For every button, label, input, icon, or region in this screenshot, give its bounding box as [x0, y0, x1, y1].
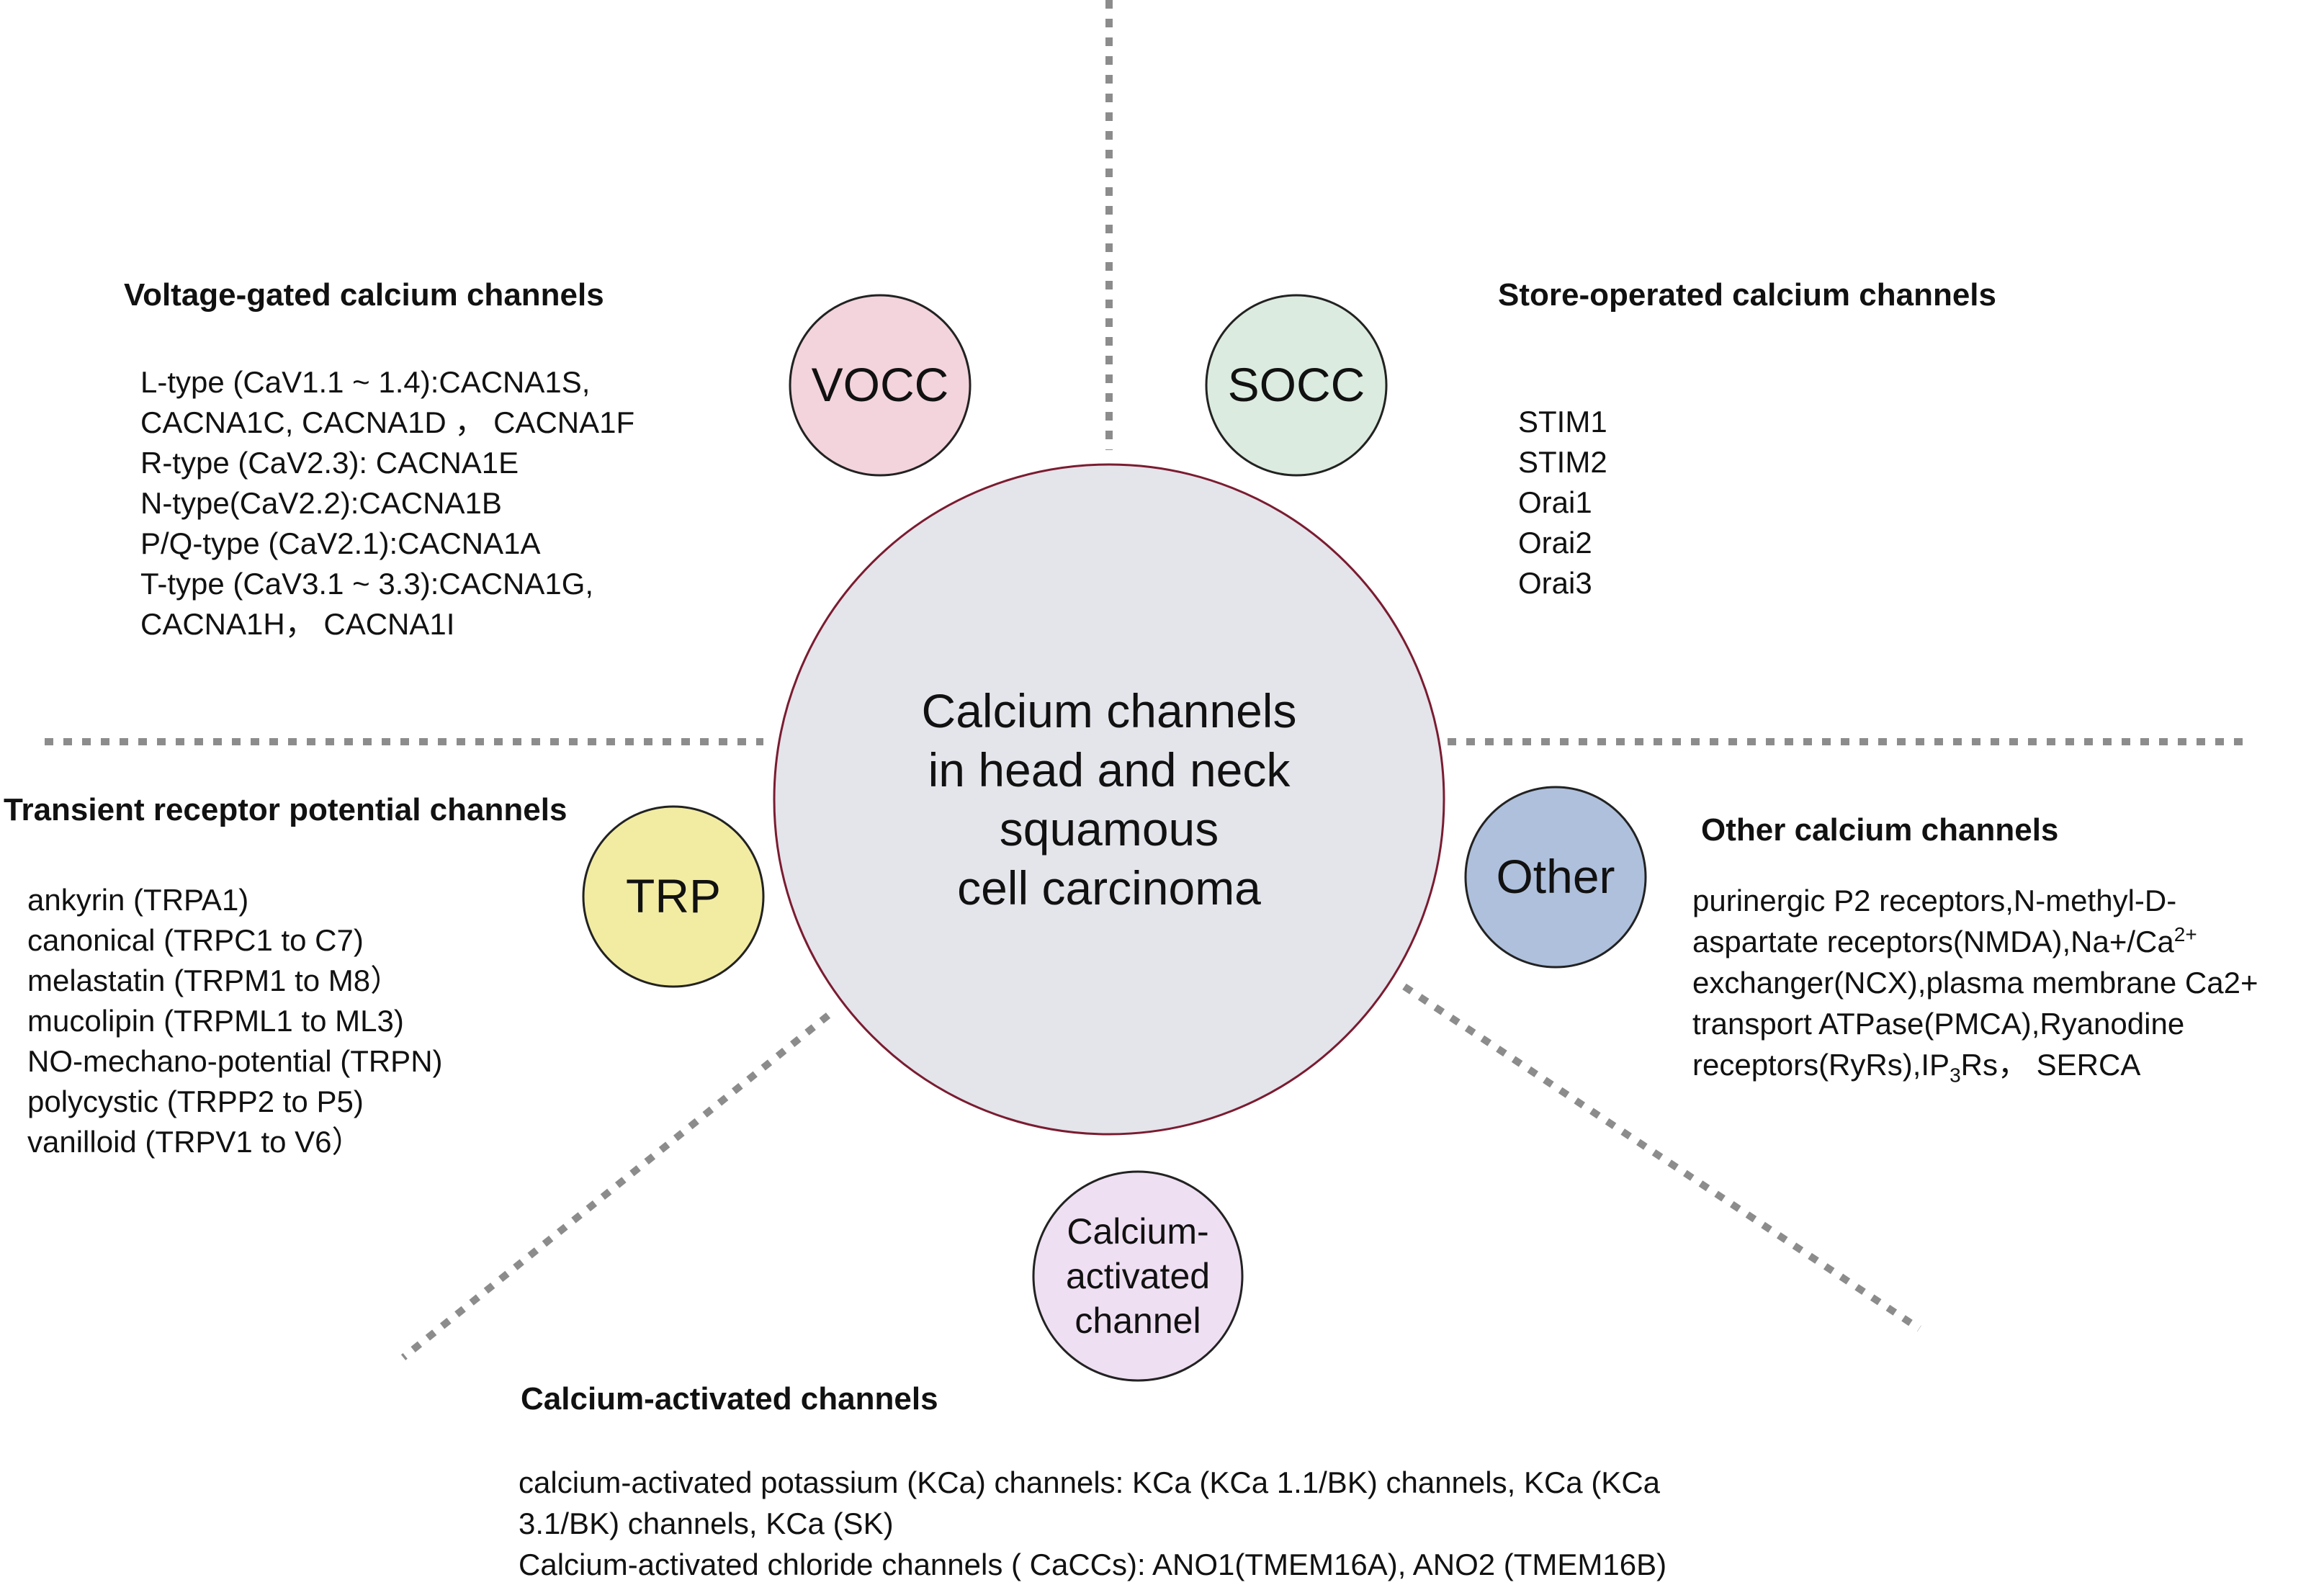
- divider-bottom-left-diagonal: [400, 1012, 831, 1360]
- list-item: ankyrin (TRPA1): [27, 883, 249, 917]
- calcium-activated-label-line: activated: [1065, 1256, 1211, 1296]
- socc-title: Store-operated calcium channels: [1498, 277, 1996, 313]
- other-line: aspartate receptors(NMDA),Na+/Ca2+: [1692, 921, 2258, 962]
- calcium-activated-label-line: channel: [1074, 1301, 1201, 1341]
- list-item: Orai2: [1518, 526, 1592, 560]
- trp-list: ankyrin (TRPA1) canonical (TRPC1 to C7) …: [27, 880, 443, 1162]
- subscript: 3: [1950, 1064, 1961, 1087]
- list-item: CACNA1C, CACNA1D ， CACNA1F: [140, 405, 635, 439]
- other-label: Other: [1496, 850, 1615, 904]
- calcium-activated-circle: [1032, 1170, 1244, 1382]
- center-circle: [773, 463, 1445, 1136]
- list-item: melastatin (TRPM1 to M8）: [27, 964, 401, 997]
- other-line-text: Rs， SERCA: [1960, 1048, 2141, 1082]
- other-title: Other calcium channels: [1701, 812, 2059, 848]
- other-circle: [1464, 786, 1647, 969]
- list-item: CACNA1H， CACNA1I: [140, 607, 455, 641]
- cac-line: 3.1/BK) channels, KCa (SK): [519, 1507, 894, 1540]
- list-item: vanilloid (TRPV1 to V6）: [27, 1125, 362, 1159]
- other-line: transport ATPase(PMCA),Ryanodine: [1692, 1007, 2185, 1041]
- list-item: Orai3: [1518, 566, 1592, 600]
- trp-title: Transient receptor potential channels: [4, 792, 567, 827]
- other-line-text: aspartate receptors(NMDA),Na+/Ca: [1692, 925, 2174, 958]
- list-item: T-type (CaV3.1 ~ 3.3):CACNA1G,: [140, 567, 594, 601]
- center-label-line: Calcium channels: [921, 684, 1297, 737]
- list-item: Orai1: [1518, 485, 1592, 519]
- list-item: NO-mechano-potential (TRPN): [27, 1044, 443, 1078]
- list-item: N-type(CaV2.2):CACNA1B: [140, 486, 502, 520]
- other-line: receptors(RyRs),IP3Rs， SERCA: [1692, 1044, 2258, 1085]
- list-item: mucolipin (TRPML1 to ML3): [27, 1004, 404, 1038]
- other-line: purinergic P2 receptors,N-methyl-D-: [1692, 884, 2177, 917]
- cac-line: Calcium-activated chloride channels ( Ca…: [519, 1548, 1667, 1581]
- center-label-line: squamous: [999, 802, 1219, 856]
- vocc-circle: [789, 294, 972, 477]
- list-item: canonical (TRPC1 to C7): [27, 923, 364, 957]
- list-item: P/Q-type (CaV2.1):CACNA1A: [140, 526, 541, 560]
- calcium-activated-label: Calcium- activated channel: [1033, 1172, 1242, 1380]
- list-item: polycystic (TRPP2 to P5): [27, 1085, 364, 1118]
- vgcc-list: L-type (CaV1.1 ~ 1.4):CACNA1S, CACNA1C, …: [140, 362, 634, 645]
- socc-circle: [1205, 294, 1388, 477]
- cac-title: Calcium-activated channels: [521, 1381, 938, 1416]
- center-label-line: cell carcinoma: [957, 861, 1261, 915]
- socc-list: STIM1 STIM2 Orai1 Orai2 Orai3: [1518, 402, 1607, 603]
- cac-line: calcium-activated potassium (KCa) channe…: [519, 1465, 1661, 1499]
- list-item: R-type (CaV2.3): CACNA1E: [140, 446, 519, 480]
- list-item: L-type (CaV1.1 ~ 1.4):CACNA1S,: [140, 365, 591, 399]
- calcium-activated-label-line: Calcium-: [1067, 1211, 1209, 1252]
- socc-label: SOCC: [1227, 358, 1365, 412]
- center-label: Calcium channels in head and neck squamo…: [821, 663, 1397, 936]
- list-item: STIM2: [1518, 445, 1607, 479]
- superscript: 2+: [2173, 923, 2197, 946]
- center-label-line: in head and neck: [928, 743, 1291, 796]
- vocc-label: VOCC: [811, 358, 949, 412]
- other-line-text: receptors(RyRs),IP: [1692, 1048, 1950, 1082]
- trp-circle: [582, 805, 765, 988]
- other-line: exchanger(NCX),plasma membrane Ca2+: [1692, 966, 2258, 1000]
- list-item: STIM1: [1518, 405, 1607, 439]
- other-description: purinergic P2 receptors,N-methyl-D- aspa…: [1692, 880, 2258, 1085]
- vgcc-title: Voltage-gated calcium channels: [124, 277, 604, 313]
- trp-label: TRP: [626, 869, 721, 923]
- cac-description: calcium-activated potassium (KCa) channe…: [519, 1462, 1666, 1585]
